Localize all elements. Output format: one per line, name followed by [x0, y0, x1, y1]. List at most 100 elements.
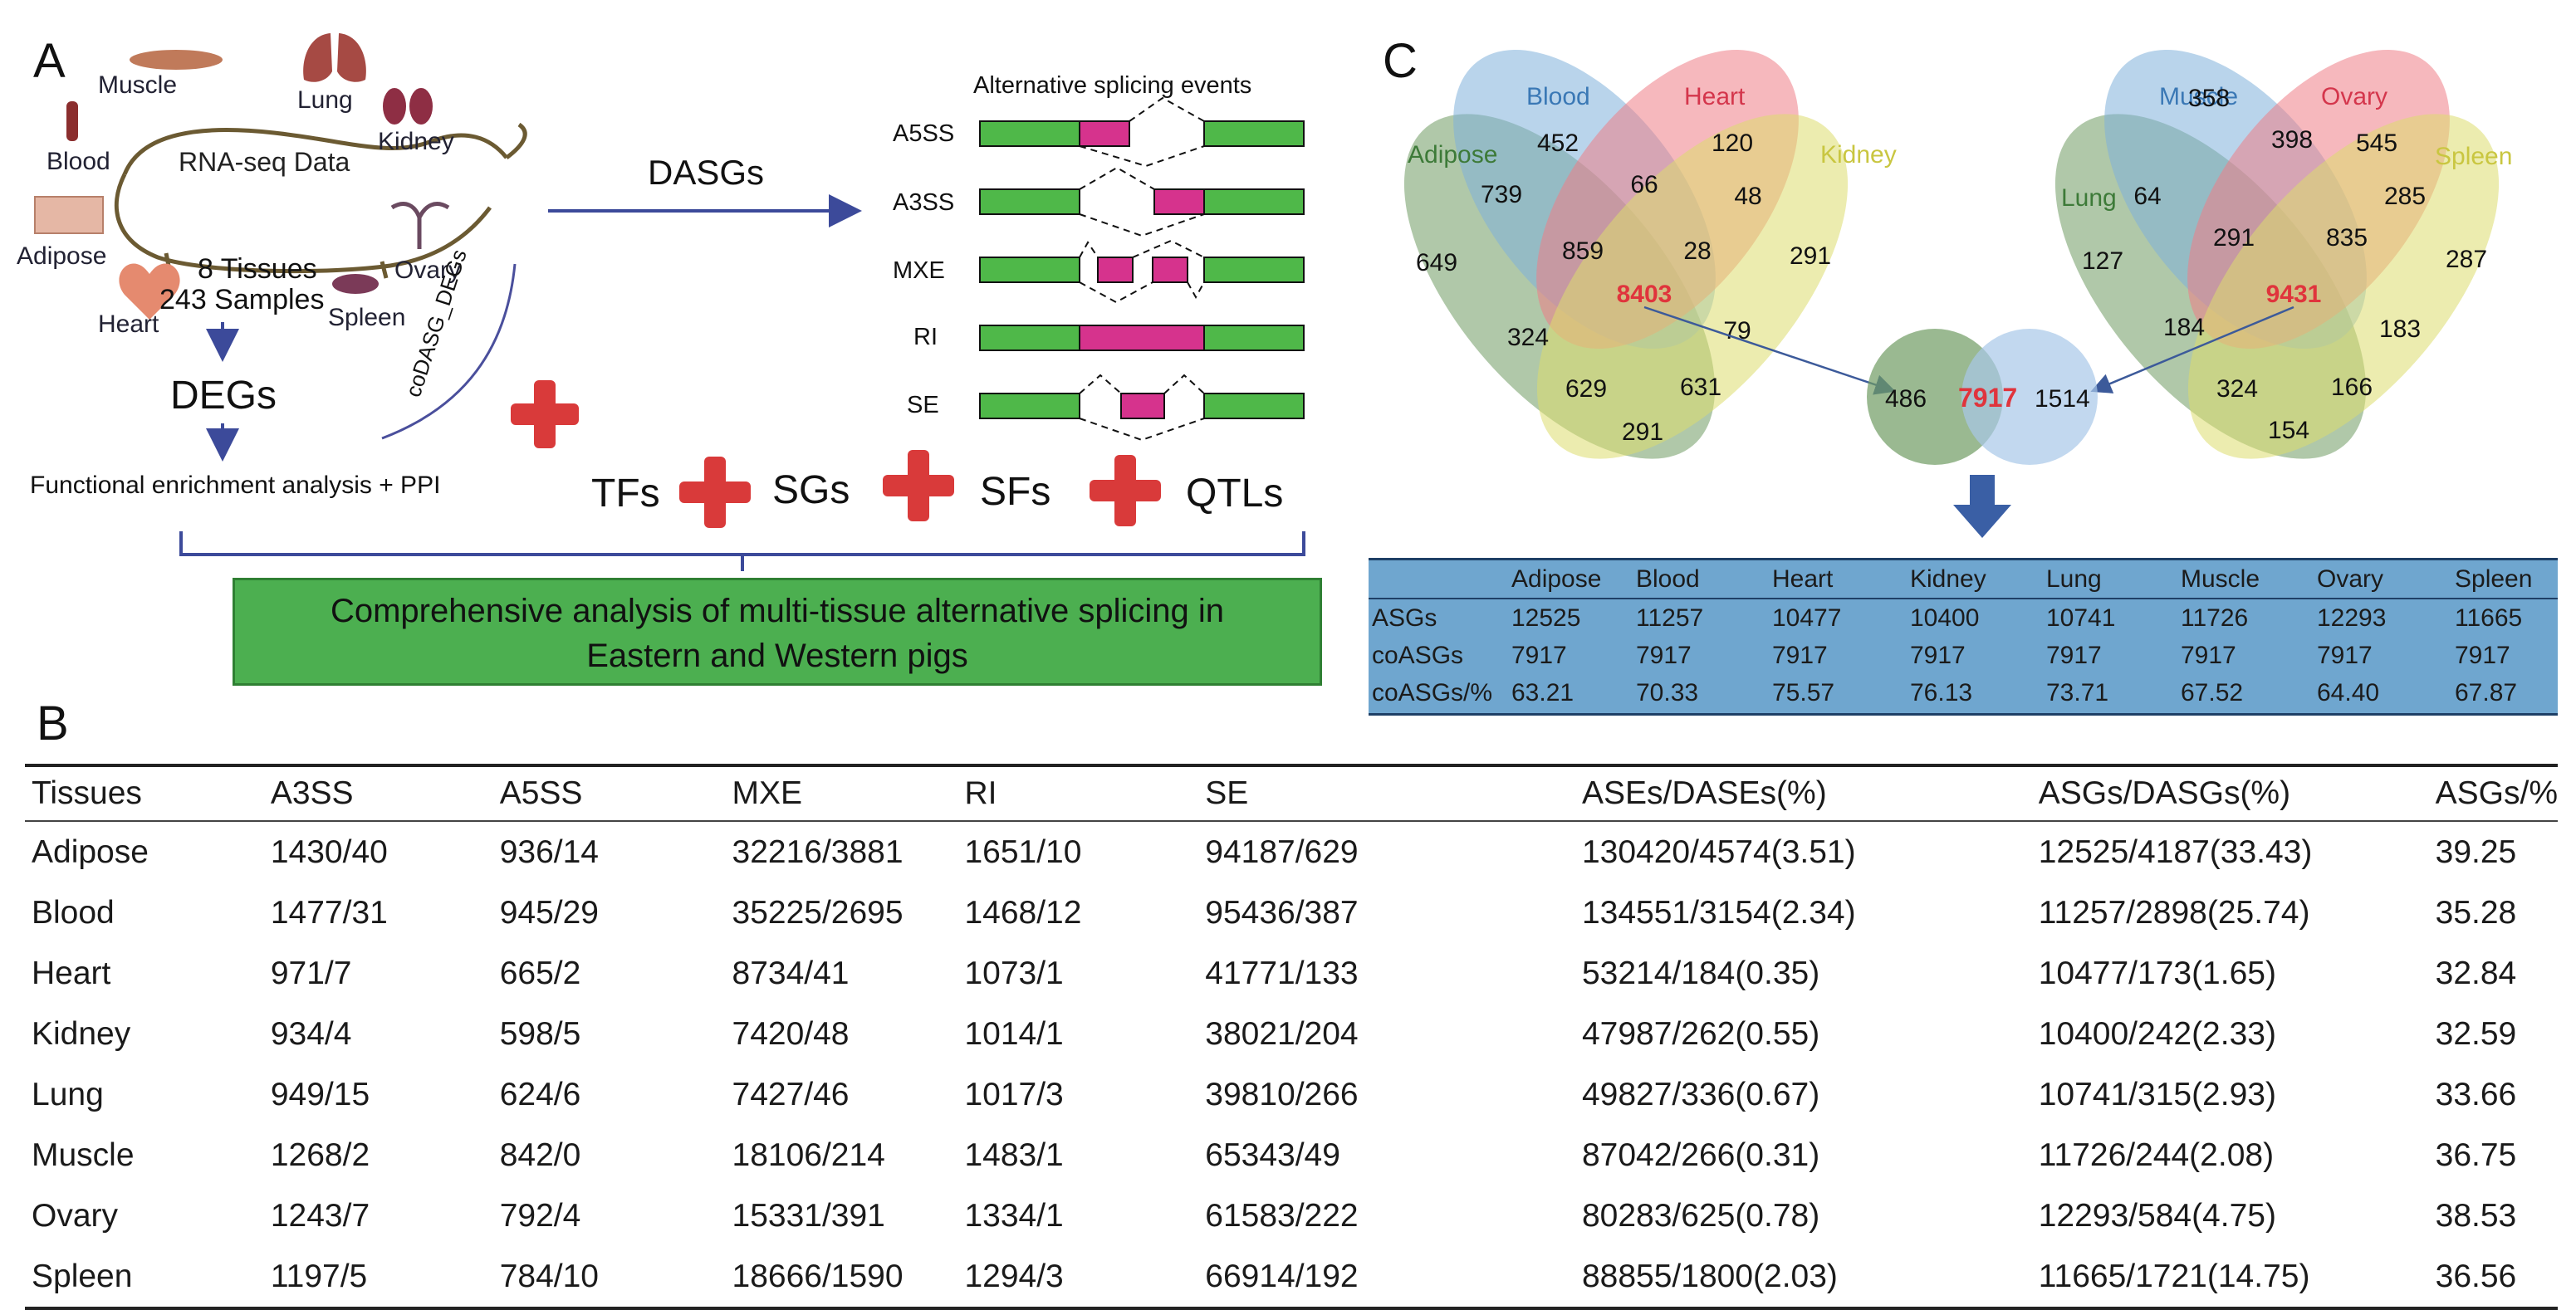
table-cell: 32.59: [2435, 1015, 2517, 1052]
table-cell: 32216/3881: [732, 833, 904, 870]
venn1-value: 291: [1622, 418, 1663, 446]
table-header-row: Adipose Blood Heart Kidney Lung Muscle O…: [1369, 560, 2558, 599]
table-cell: 1651/10: [964, 833, 1082, 870]
table-cell: 949/15: [270, 1076, 370, 1112]
venn-small-center: 7917: [1958, 383, 2017, 413]
table-cell: 934/4: [270, 1015, 352, 1052]
table-cell: 10400: [1910, 604, 1980, 632]
table-cell: 7917: [1636, 642, 1692, 669]
table-cell: 1430/40: [270, 833, 388, 870]
table-header-cell: RI: [957, 764, 1199, 822]
table-cell: 61583/222: [1205, 1197, 1359, 1234]
table-cell: ASGs: [1372, 604, 1437, 632]
ovary-icon: [390, 202, 450, 249]
a5ss-diagram: [979, 96, 1305, 168]
venn1-value: 28: [1683, 237, 1711, 265]
table-cell: 10741/315(2.93): [2038, 1076, 2276, 1112]
rna-seq-label: RNA-seq Data: [179, 147, 350, 177]
table-cell: 1294/3: [957, 1246, 1199, 1310]
table-cell: 41771/133: [1205, 955, 1359, 991]
table-cell: 11257: [1636, 604, 1704, 632]
table-cell: 80283/625(0.78): [1581, 1197, 1820, 1234]
venn2-value-core: 9431: [2266, 281, 2322, 308]
venn1-value: 629: [1565, 375, 1607, 403]
table-cell: coASGs/%: [1372, 679, 1493, 706]
tissue-name-cell: Blood: [32, 894, 115, 931]
splicing-stats-table: Tissues A3SS A5SS MXE RI SE ASEs/DASEs(%…: [25, 764, 2558, 1310]
table-cell: 624/6: [499, 1076, 581, 1112]
table-cell: 67.87: [2455, 679, 2518, 706]
events-title: Alternative splicing events: [973, 72, 1251, 99]
table-header-cell: MXE: [725, 764, 958, 822]
adipose-icon: [34, 196, 104, 234]
table-cell: 63.21: [1511, 679, 1574, 706]
venn1-value-core: 8403: [1617, 281, 1672, 308]
table-header-cell: Spleen: [2451, 560, 2558, 599]
table-cell: 66914/192: [1198, 1246, 1575, 1310]
table-cell: 65343/49: [1205, 1136, 1340, 1173]
event-label-a5ss: A5SS: [893, 120, 954, 147]
venn-small-right: 1514: [2035, 385, 2090, 413]
table-cell: 1243/7: [270, 1197, 370, 1234]
event-label-ri: RI: [913, 324, 938, 350]
ri-diagram: [979, 325, 1305, 351]
venn1-value: 739: [1481, 181, 1522, 208]
table-header-cell: A5SS: [492, 764, 726, 822]
table-header-cell: Lung: [2043, 560, 2177, 599]
table-header-cell: ASGs/%: [2428, 764, 2558, 822]
venn2-set-ovary: Ovary: [2321, 83, 2387, 110]
table-cell: 7917: [2181, 642, 2236, 669]
table-cell: 64.40: [2317, 679, 2380, 706]
venn1-set-blood: Blood: [1526, 83, 1590, 110]
venn-small-left: 486: [1885, 385, 1927, 413]
event-label-se: SE: [907, 392, 939, 418]
table-header-cell: Kidney: [1907, 560, 2043, 599]
venn1-value: 859: [1562, 237, 1604, 265]
table-cell: 10741: [2046, 604, 2116, 632]
plus-icon: [511, 380, 579, 448]
table-cell: 1073/1: [964, 955, 1064, 991]
dasgs-label: DASGs: [648, 153, 764, 192]
table-cell: 1017/3: [964, 1076, 1064, 1112]
table-cell: 18106/214: [732, 1136, 885, 1173]
venn1-set-kidney: Kidney: [1820, 141, 1897, 169]
table-row: ASGs 12525 11257 10477 10400 10741 11726…: [1369, 599, 2558, 637]
table-cell: 7427/46: [732, 1076, 850, 1112]
venn2-value: 398: [2271, 126, 2313, 154]
table-cell: 598/5: [499, 1015, 581, 1052]
venn2-value: 64: [2133, 183, 2161, 210]
venn1-value: 48: [1734, 183, 1761, 210]
table-header-cell: Heart: [1769, 560, 1907, 599]
plus-icon: [679, 457, 751, 528]
venn2-value: 287: [2446, 246, 2487, 273]
tissue-label-lung: Lung: [297, 86, 353, 114]
summary-banner: Comprehensive analysis of multi-tissue a…: [233, 578, 1322, 686]
table-cell: 95436/387: [1205, 894, 1359, 931]
table-cell: 1334/1: [964, 1197, 1064, 1234]
item-qtls: QTLs: [1186, 472, 1283, 516]
table-cell: 53214/184(0.35): [1581, 955, 1820, 991]
panel-a-figure: Muscle Lung Kidney Blood Adipose Ovary H…: [17, 33, 1305, 571]
venn1-set-adipose: Adipose: [1408, 141, 1497, 169]
banner-line-1: Comprehensive analysis of multi-tissue a…: [330, 593, 1225, 629]
samples-count: 243 Samples: [159, 284, 324, 315]
table-cell: 665/2: [499, 955, 581, 991]
table-cell: 33.66: [2435, 1076, 2517, 1112]
venn2-value: 835: [2326, 224, 2368, 252]
venn1-value: 79: [1723, 317, 1751, 345]
venn1-set-heart: Heart: [1684, 83, 1746, 110]
table-cell: 88855/1800(2.03): [1574, 1246, 2032, 1310]
table-header-cell: ASGs/DASGs(%): [2031, 764, 2429, 822]
table-cell: 39.25: [2435, 833, 2517, 870]
table-cell: 12293: [2317, 604, 2387, 632]
venn-diagram-1: [1403, 50, 1849, 459]
table-header-cell: Ovary: [2314, 560, 2451, 599]
table-cell: 134551/3154(2.34): [1581, 894, 1856, 931]
table-cell: 49827/336(0.67): [1581, 1076, 1820, 1112]
table-cell: 1268/2: [270, 1136, 370, 1173]
kidney-icon: [383, 88, 433, 125]
table-cell: 130420/4574(3.51): [1581, 833, 1856, 870]
bracket: [179, 531, 1305, 571]
table-cell: 12525/4187(33.43): [2038, 833, 2313, 870]
